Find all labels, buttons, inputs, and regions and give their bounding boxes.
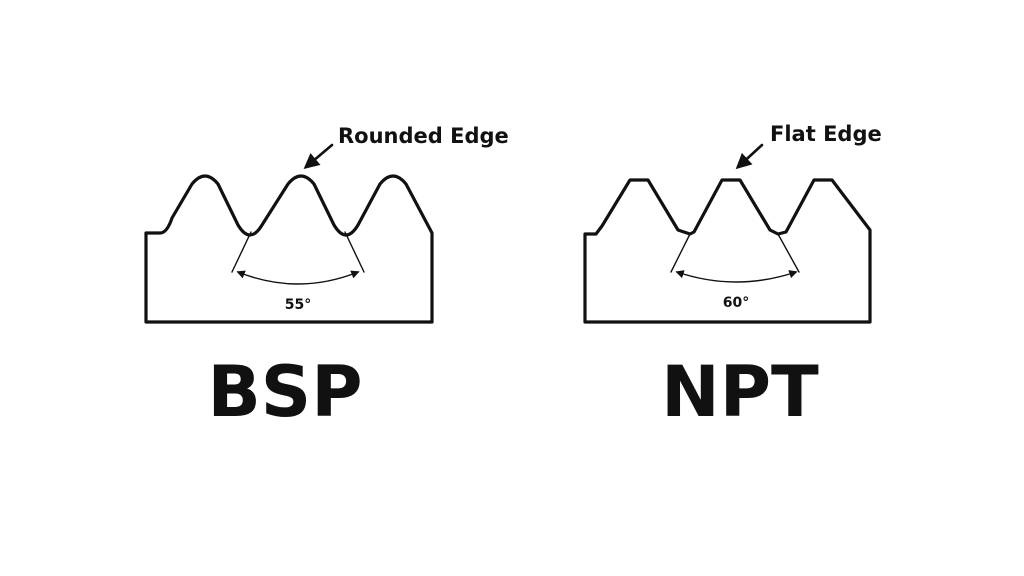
- npt-angle-label: 60°: [723, 295, 749, 311]
- npt-angle-arc: [675, 270, 798, 283]
- npt-thread-profile: [583, 178, 872, 324]
- bsp-callout-arrow: [303, 143, 334, 170]
- bsp-angle-arc: [236, 270, 360, 285]
- bsp-flank-line-right: [344, 231, 365, 273]
- bsp-flank-line-left: [231, 231, 252, 273]
- npt-flank-line-left: [670, 233, 691, 273]
- bsp-callout-label: Rounded Edge: [338, 124, 509, 148]
- bsp-thread-group: 55° Rounded Edge BSP: [144, 124, 509, 433]
- npt-flank-line-right: [777, 233, 800, 273]
- npt-callout-arrow: [735, 143, 764, 170]
- npt-thread-group: 60° Flat Edge NPT: [583, 122, 882, 433]
- bsp-angle-label: 55°: [285, 297, 311, 313]
- npt-callout-label: Flat Edge: [770, 122, 882, 146]
- npt-title: NPT: [661, 351, 819, 433]
- bsp-thread-profile: [144, 174, 434, 324]
- bsp-title: BSP: [207, 351, 362, 433]
